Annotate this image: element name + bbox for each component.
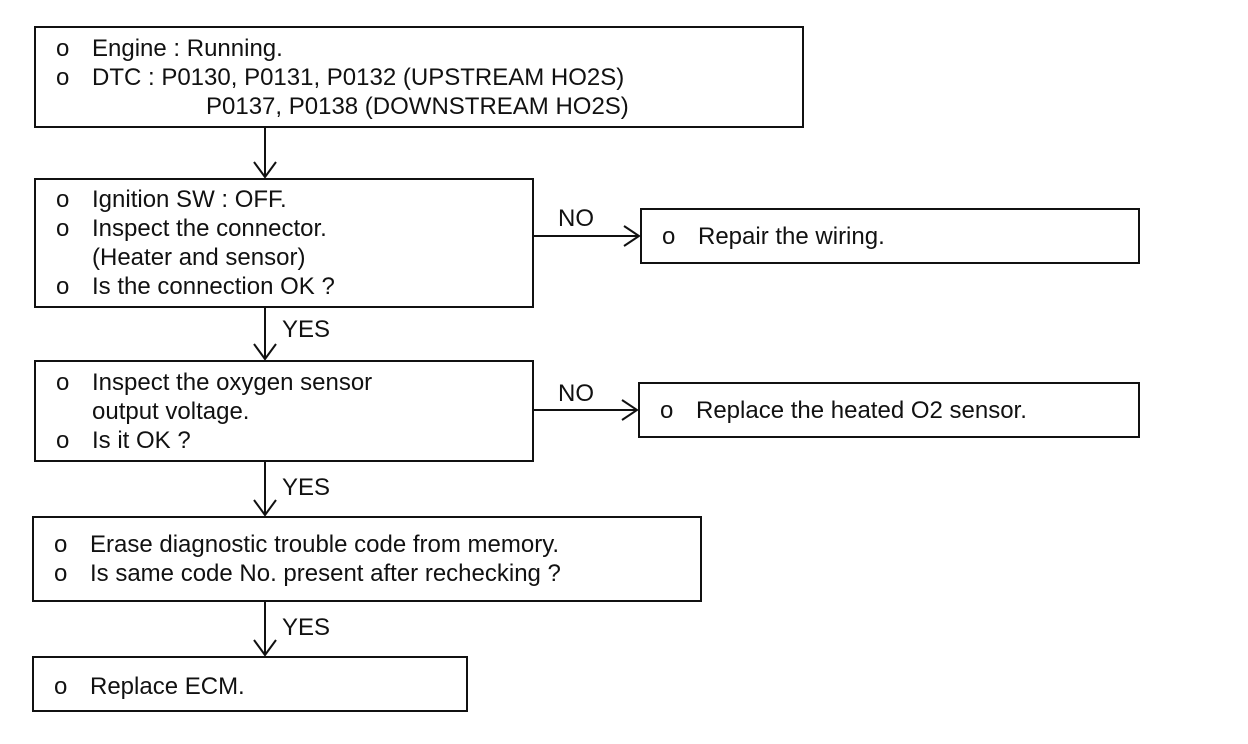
down-arrowhead xyxy=(253,639,277,657)
bullet: o xyxy=(54,560,68,587)
step-text: Replace the heated O2 sensor. xyxy=(696,397,1027,424)
step-text: Inspect the connector. xyxy=(92,215,327,242)
bullet: o xyxy=(56,35,70,62)
step-line: output voltage. xyxy=(50,397,532,426)
step-text: (Heater and sensor) xyxy=(92,244,306,271)
step-text: DTC : P0130, P0131, P0132 (UPSTREAM HO2S… xyxy=(92,64,625,91)
bullet: o xyxy=(56,186,70,213)
step-line: o Inspect the connector. xyxy=(50,214,532,243)
step-text: Ignition SW : OFF. xyxy=(92,186,287,213)
bullet: o xyxy=(662,223,676,250)
step-line: P0137, P0138 (DOWNSTREAM HO2S) xyxy=(50,92,802,121)
branch-label-no: NO xyxy=(558,380,594,407)
step-inspect-oxygen-sensor-box: o Inspect the oxygen sensor output volta… xyxy=(34,360,534,462)
result-repair-wiring-box: o Repair the wiring. xyxy=(640,208,1140,264)
step-inspect-connector-box: o Ignition SW : OFF. o Inspect the conne… xyxy=(34,178,534,308)
branch-label-yes: YES xyxy=(282,614,331,641)
step-line: o Replace ECM. xyxy=(48,672,466,701)
step-line: o Ignition SW : OFF. xyxy=(50,185,532,214)
step-text: output voltage. xyxy=(92,398,250,425)
result-replace-ecm-box: o Replace ECM. xyxy=(32,656,468,712)
step-text: Repair the wiring. xyxy=(698,223,885,250)
step-line: (Heater and sensor) xyxy=(50,243,532,272)
step-text: P0137, P0138 (DOWNSTREAM HO2S) xyxy=(206,93,629,120)
step-text: Inspect the oxygen sensor xyxy=(92,369,373,396)
bullet: o xyxy=(56,273,70,300)
down-arrowhead xyxy=(253,161,277,179)
down-arrowhead xyxy=(253,499,277,517)
step-line: o DTC : P0130, P0131, P0132 (UPSTREAM HO… xyxy=(50,63,802,92)
step-line: o Erase diagnostic trouble code from mem… xyxy=(48,530,700,559)
bullet: o xyxy=(54,673,68,700)
step-text: Is the connection OK ? xyxy=(92,273,335,300)
bullet: o xyxy=(54,531,68,558)
step-line: o Is the connection OK ? xyxy=(50,272,532,301)
branch-label-yes: YES xyxy=(282,474,331,501)
step-text: Is same code No. present after recheckin… xyxy=(90,560,561,587)
step-engine-running-box: o Engine : Running. o DTC : P0130, P0131… xyxy=(34,26,804,128)
step-line: o Inspect the oxygen sensor xyxy=(50,368,532,397)
step-line: o Engine : Running. xyxy=(50,34,802,63)
step-text: Is it OK ? xyxy=(92,427,191,454)
branch-label-yes: YES xyxy=(282,316,331,343)
result-replace-o2-sensor-box: o Replace the heated O2 sensor. xyxy=(638,382,1140,438)
step-line: o Is same code No. present after recheck… xyxy=(48,559,700,588)
step-text: Replace ECM. xyxy=(90,673,245,700)
step-line: o Repair the wiring. xyxy=(656,222,1138,251)
step-text: Erase diagnostic trouble code from memor… xyxy=(90,531,560,558)
bullet: o xyxy=(56,369,70,396)
bullet: o xyxy=(660,397,674,424)
step-text: Engine : Running. xyxy=(92,35,283,62)
right-arrowhead xyxy=(623,225,641,247)
branch-label-no: NO xyxy=(558,205,594,232)
step-erase-dtc-box: o Erase diagnostic trouble code from mem… xyxy=(32,516,702,602)
down-arrowhead xyxy=(253,343,277,361)
bullet: o xyxy=(56,64,70,91)
bullet: o xyxy=(56,215,70,242)
step-line: o Is it OK ? xyxy=(50,426,532,455)
step-line: o Replace the heated O2 sensor. xyxy=(654,396,1138,425)
right-arrowhead xyxy=(621,399,639,421)
bullet: o xyxy=(56,427,70,454)
